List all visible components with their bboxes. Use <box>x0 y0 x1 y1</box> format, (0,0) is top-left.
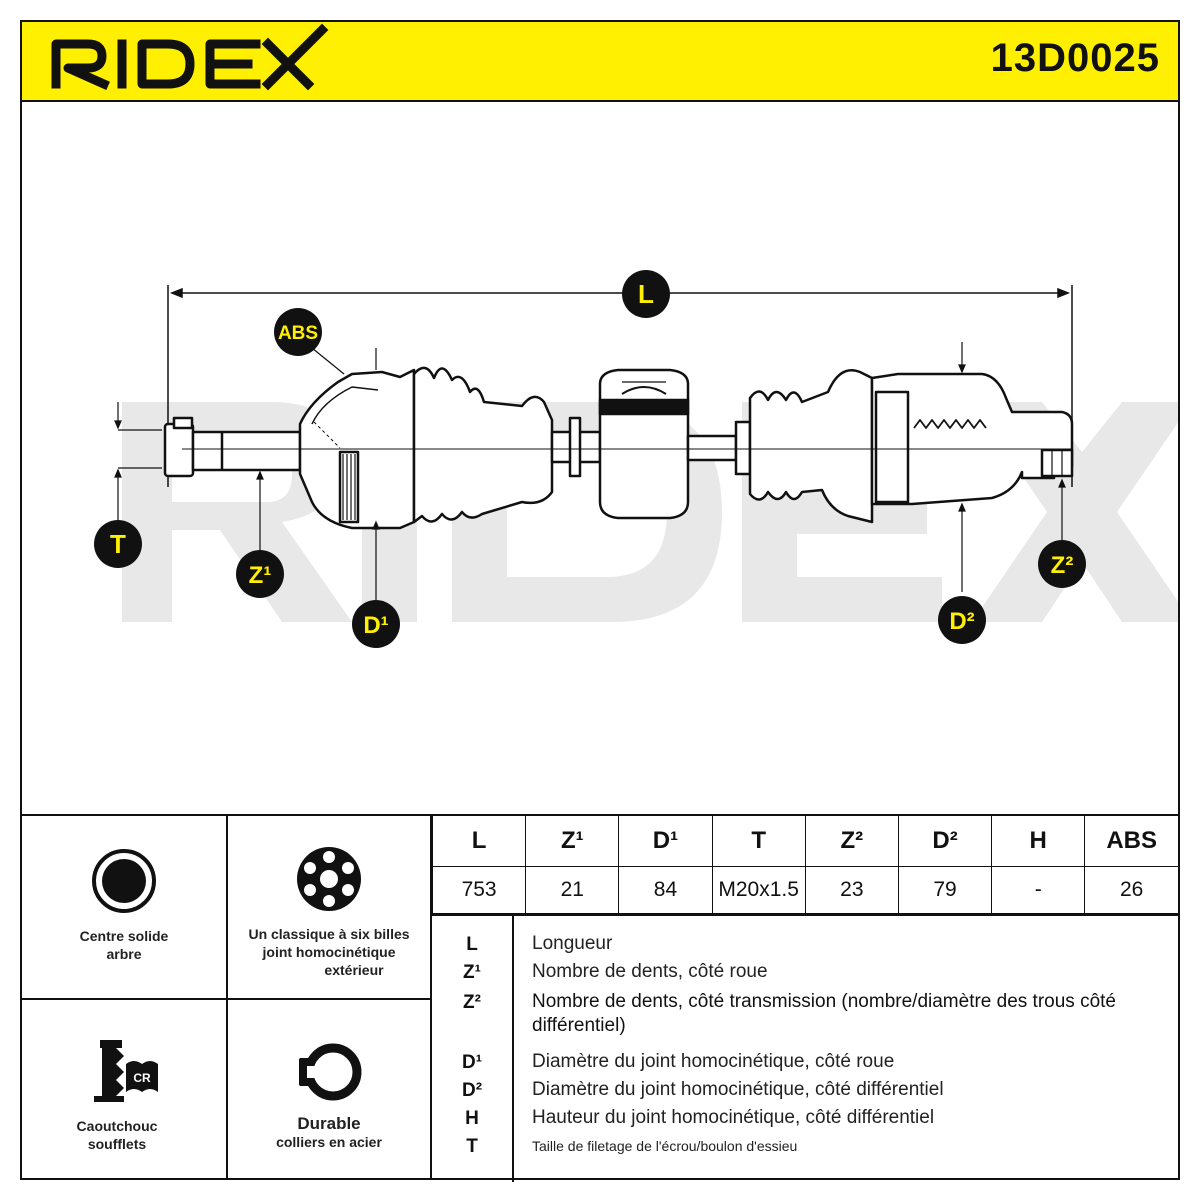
svg-text:D²: D² <box>949 608 974 635</box>
driveshaft-drawing: L ABS T Z¹ D¹ D² <box>94 270 1192 648</box>
badge-d1: D¹ <box>352 600 400 648</box>
leader-lines <box>114 342 1066 602</box>
spec-header: T <box>711 816 806 867</box>
rubber-boot-cr-icon: CR <box>94 1040 158 1102</box>
badge-z2: Z² <box>1038 540 1086 588</box>
feature-label: Un classique à six billes <box>248 926 410 942</box>
feature-six-ball-joint: Un classique à six billes joint homociné… <box>228 816 432 1000</box>
legend-text: Nombre de dents, côté transmission (nomb… <box>532 991 1116 1036</box>
legend-text: Taille de filetage de l'écrou/boulon d'e… <box>532 1138 798 1154</box>
feature-label: arbre <box>106 946 142 962</box>
spec-header: Z¹ <box>525 816 620 867</box>
spec-value: - <box>991 866 1086 914</box>
legend-key: H <box>465 1108 479 1129</box>
feature-label: Centre solide <box>79 928 169 944</box>
feature-label: extérieur <box>324 962 384 978</box>
spec-value: M20x1.5 <box>711 866 806 914</box>
legend-text: Diamètre du joint homocinétique, côté ro… <box>532 1051 895 1072</box>
legend-keys-column: L Z¹ Z² D¹ D² H T <box>432 916 514 1182</box>
legend-text: Hauteur du joint homocinétique, côté dif… <box>532 1107 935 1128</box>
badge-t: T <box>94 520 142 568</box>
legend-text: Diamètre du joint homocinétique, côté di… <box>532 1079 944 1100</box>
spec-value: 753 <box>431 866 527 914</box>
spec-value: 79 <box>897 866 993 914</box>
svg-text:T: T <box>110 529 126 559</box>
spec-header: D² <box>897 816 993 867</box>
feature-label: colliers en acier <box>276 1134 382 1150</box>
legend: L Z¹ Z² D¹ D² H T Longueur Nombre de den… <box>432 914 1178 1182</box>
legend-key: D² <box>461 1080 483 1101</box>
six-ball-joint-icon <box>297 847 361 911</box>
feature-label: Caoutchouc <box>76 1118 158 1134</box>
spec-value: 21 <box>525 866 620 914</box>
solid-center-icon <box>92 849 156 913</box>
legend-text: Nombre de dents, côté roue <box>532 961 768 982</box>
svg-text:CR: CR <box>133 1071 151 1085</box>
badge-l: L <box>622 270 670 318</box>
feature-steel-clamps: Durable colliers en acier <box>228 1000 432 1180</box>
feature-rubber-boots: CR Caoutchouc soufflets <box>22 1000 228 1180</box>
driveshaft-diagram: L ABS T Z¹ D¹ D² <box>22 102 1192 814</box>
svg-text:Z¹: Z¹ <box>249 562 272 589</box>
spec-value: 26 <box>1084 866 1178 914</box>
feature-label: Durable <box>297 1114 361 1133</box>
part-number: 13D0025 <box>990 36 1160 80</box>
svg-text:ABS: ABS <box>278 323 318 344</box>
legend-key: Z² <box>463 992 481 1013</box>
badge-abs: ABS <box>274 308 322 356</box>
spec-table: L Z¹ D¹ T Z² D² H ABS 753 21 84 M20x1.5 … <box>431 816 1178 914</box>
spec-value-row: 753 21 84 M20x1.5 23 79 - 26 <box>431 866 1178 914</box>
spec-header: H <box>991 816 1086 867</box>
legend-key: T <box>466 1136 478 1157</box>
legend-text: Longueur <box>532 933 613 954</box>
ridex-logo <box>51 23 329 91</box>
feature-solid-center: Centre solide arbre <box>22 816 228 1000</box>
legend-key: L <box>466 934 478 955</box>
svg-text:D¹: D¹ <box>363 612 388 639</box>
specifications-panel: Centre solide arbre Un classique à six b… <box>22 814 1178 1182</box>
feature-label: soufflets <box>87 1136 147 1152</box>
badge-z1: Z¹ <box>236 550 284 598</box>
legend-key: D¹ <box>461 1052 483 1073</box>
svg-text:Z²: Z² <box>1051 552 1074 579</box>
spec-value: 84 <box>618 866 713 914</box>
length-dimension <box>167 285 1073 487</box>
spec-header: D¹ <box>618 816 713 867</box>
product-sheet: 13D0025 <box>20 20 1192 1182</box>
svg-text:L: L <box>638 279 654 309</box>
legend-key: Z¹ <box>463 962 481 983</box>
spec-header: ABS <box>1084 816 1178 867</box>
spec-value: 23 <box>804 866 899 914</box>
feature-label: joint homocinétique <box>262 944 396 960</box>
header-bar: 13D0025 <box>22 22 1178 102</box>
spec-header: L <box>431 816 527 867</box>
badge-d2: D² <box>938 596 986 644</box>
spec-header-row: L Z¹ D¹ T Z² D² H ABS <box>431 816 1178 867</box>
spec-header: Z² <box>804 816 899 867</box>
steel-clamp-icon <box>299 1043 362 1101</box>
